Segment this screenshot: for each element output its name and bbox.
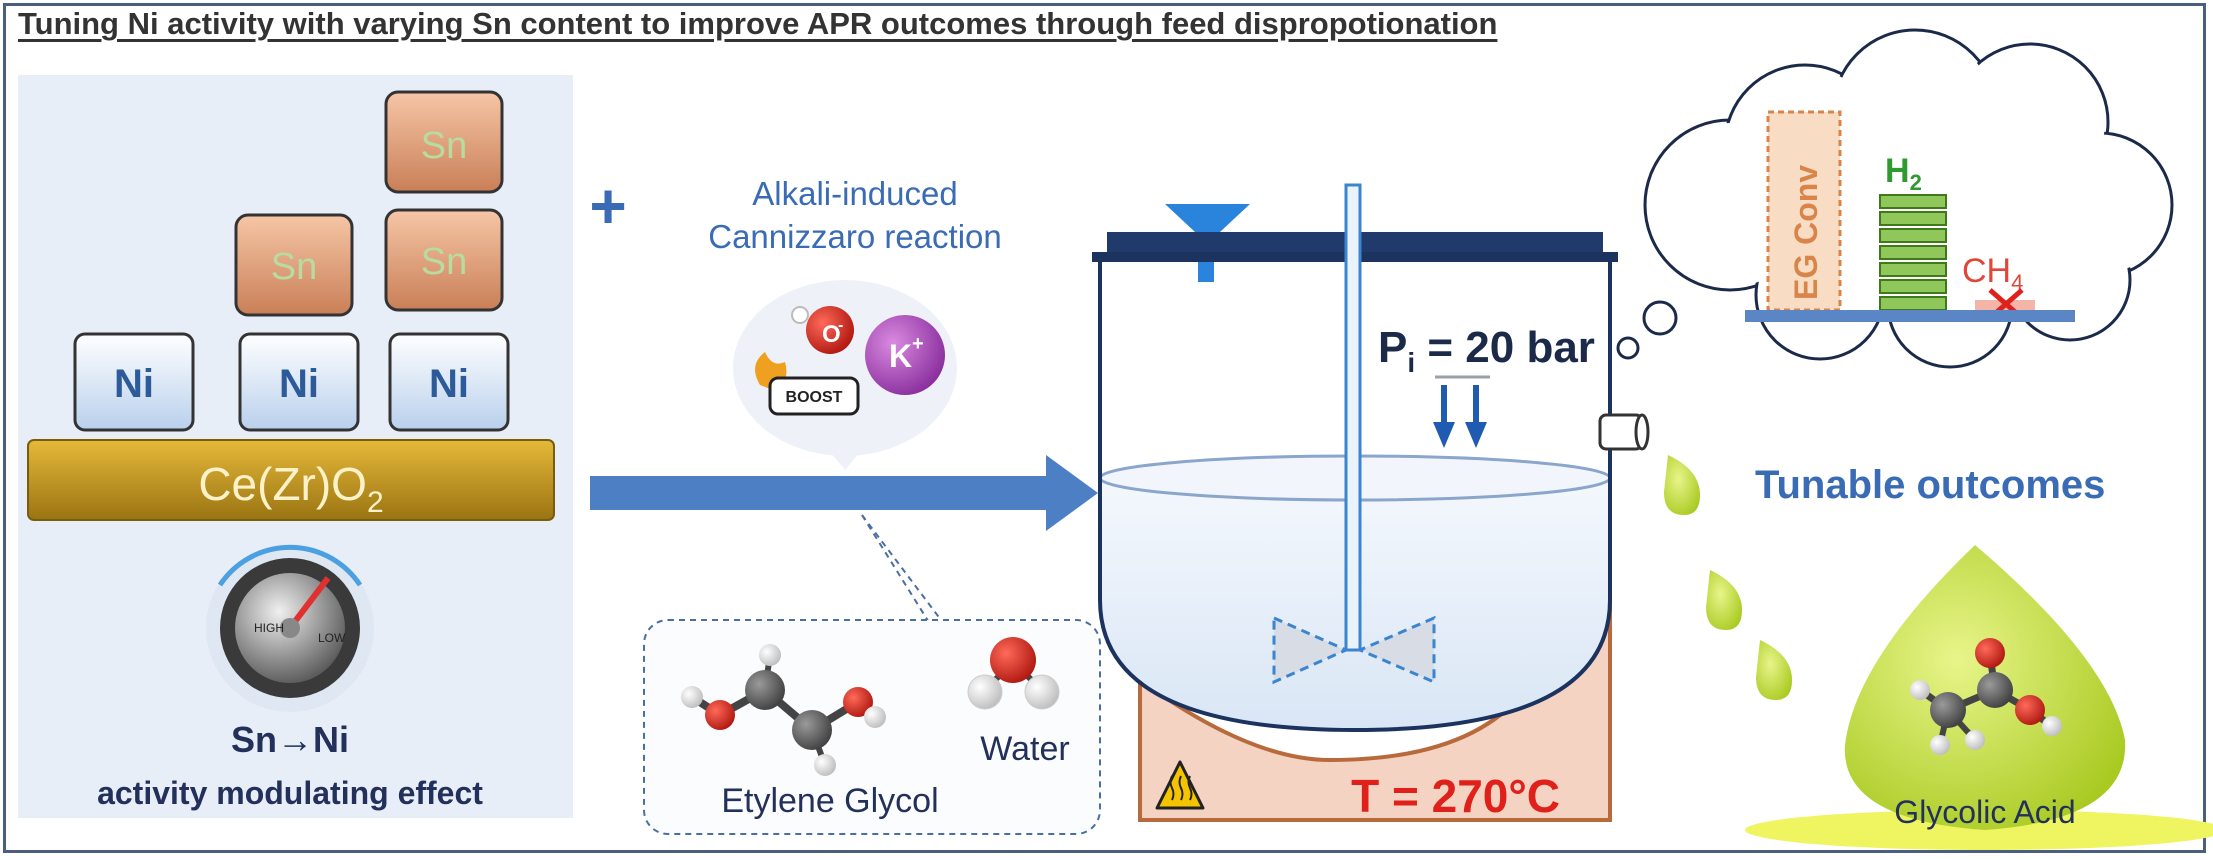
hydroxide-label: O — [822, 321, 841, 348]
tunable-outcomes-label: Tunable outcomes — [1755, 463, 2105, 507]
promoter-line2: Cannizzaro reaction — [708, 218, 1002, 255]
dial-high-label: HIGH — [254, 621, 284, 635]
ni-block-2: Ni — [238, 332, 360, 432]
h2-stack-bar — [1879, 194, 1947, 311]
ni-block-1: Ni — [73, 332, 195, 432]
h2-label: H2 — [1885, 152, 1922, 195]
dial-low-label: LOW — [318, 631, 346, 645]
ch4-label: CH4 — [1962, 252, 2023, 295]
figure-frame — [3, 3, 2206, 853]
potassium-label: K — [889, 338, 912, 374]
process-arrow — [590, 455, 1098, 531]
eg-conv-label: EG Conv — [1788, 165, 1824, 300]
side-port-icon — [1598, 413, 1650, 451]
ethylene-glycol-molecule-icon — [681, 644, 886, 776]
support-bar: Ce(Zr)O2 — [27, 439, 555, 521]
water-label: Water — [980, 730, 1069, 768]
water-molecule-icon — [967, 637, 1060, 710]
figure-title: Tuning Ni activity with varying Sn conte… — [18, 6, 1498, 41]
glycolic-acid-molecule-icon — [1910, 638, 2062, 755]
ni-label: Ni — [429, 362, 469, 406]
heat-warning-icon — [1155, 760, 1205, 810]
eg-conversion-bar: EG Conv — [1766, 110, 1842, 312]
sn-block-top: Sn — [384, 90, 504, 194]
effect-subtitle: activity modulating effect — [97, 775, 483, 811]
hydroxide-ion-icon: O - — [791, 306, 854, 354]
ni-label: Ni — [279, 362, 319, 406]
pressure-label: Pi = 20 bar — [1378, 323, 1595, 378]
boost-badge-icon: BOOST — [755, 352, 860, 416]
plus-icon: + — [589, 170, 626, 242]
droplet-icon — [1706, 570, 1742, 630]
hydroxide-charge: - — [838, 317, 843, 334]
sn-block-mid-left: Sn — [234, 213, 354, 317]
sn-label: Sn — [271, 246, 317, 288]
promoter-line1: Alkali-induced — [752, 175, 957, 212]
ethylene-glycol-label: Etylene Glycol — [721, 782, 938, 820]
activity-dial-icon: HIGH LOW — [206, 544, 374, 712]
sn-label: Sn — [421, 125, 467, 167]
sn-label: Sn — [421, 241, 467, 283]
potassium-ion-icon: K + — [865, 315, 945, 395]
ni-label: Ni — [114, 362, 154, 406]
boost-label: BOOST — [786, 389, 843, 406]
ni-block-3: Ni — [388, 332, 510, 432]
potassium-charge: + — [912, 333, 924, 355]
droplet-icon — [1756, 640, 1792, 700]
feed-funnel-icon — [1165, 204, 1250, 282]
glycolic-acid-label: Glycolic Acid — [1894, 794, 2075, 830]
stirrer-icon — [1272, 183, 1436, 685]
effect-title: Sn→Ni — [231, 719, 349, 760]
support-label: Ce(Zr)O2 — [198, 458, 383, 519]
pressure-arrows-icon — [1433, 375, 1490, 448]
outcome-baseline — [1745, 310, 2075, 322]
temperature-label: T = 270°C — [1351, 770, 1560, 822]
droplet-icon — [1664, 455, 1700, 515]
sn-block-mid-right: Sn — [384, 208, 504, 312]
